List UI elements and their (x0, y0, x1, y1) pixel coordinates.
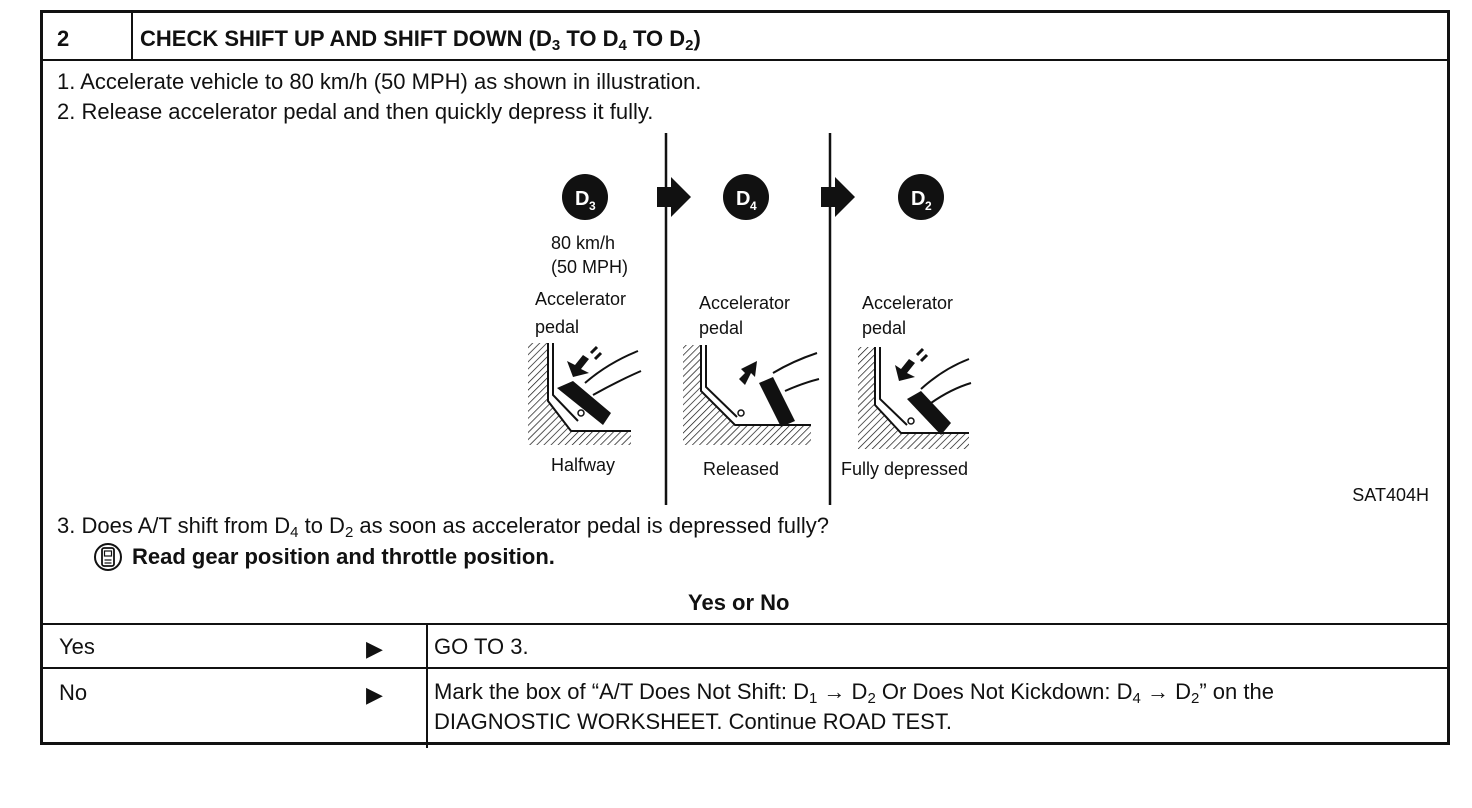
speed-kmh-label: 80 km/h (551, 233, 615, 253)
right-arrow-icon (821, 177, 855, 217)
yes-action: GO TO 3. (434, 634, 529, 659)
svg-text:3: 3 (589, 199, 596, 213)
procedure-table: 2 CHECK SHIFT UP AND SHIFT DOWN (D3 TO D… (40, 10, 1450, 748)
pedal-illustration: D 3 D 4 D 2 80 km/h (50 MPH) Accelerator… (528, 133, 972, 505)
instruction-step-1: 1. Accelerate vehicle to 80 km/h (50 MPH… (57, 69, 702, 94)
pedal-label-2a: Accelerator (699, 293, 790, 313)
pedal-label-1b: pedal (535, 317, 579, 337)
no-action-line-1: Mark the box of “A/T Does Not Shift: D1 … (434, 679, 1274, 707)
header-divider (131, 13, 133, 59)
pedal-fully-depressed-drawing (858, 347, 972, 449)
state-fully-depressed-label: Fully depressed (841, 459, 968, 479)
no-action-line-2: DIAGNOSTIC WORKSHEET. Continue ROAD TEST… (434, 709, 952, 734)
yes-label: Yes (59, 634, 95, 659)
yes-arrow-icon: ▶ (366, 636, 383, 661)
consult-icon (94, 543, 122, 571)
step-title: CHECK SHIFT UP AND SHIFT DOWN (D3 TO D4 … (140, 26, 701, 54)
consult-instruction: Read gear position and throttle position… (132, 544, 555, 569)
instruction-step-2: 2. Release accelerator pedal and then qu… (57, 99, 654, 124)
gear-d3-badge: D 3 (562, 174, 608, 220)
svg-text:4: 4 (750, 199, 757, 213)
svg-text:D: D (911, 188, 925, 210)
question-bottom-rule (43, 623, 1447, 625)
step-number: 2 (57, 26, 70, 51)
no-arrow-icon: ▶ (366, 682, 383, 707)
yes-or-no-question: Yes or No (688, 590, 790, 615)
instruction-step-3: 3. Does A/T shift from D4 to D2 as soon … (57, 513, 829, 541)
pedal-label-1a: Accelerator (535, 289, 626, 309)
pedal-released-drawing (683, 345, 820, 445)
state-halfway-label: Halfway (551, 455, 615, 475)
state-released-label: Released (703, 459, 779, 479)
svg-text:2: 2 (925, 199, 932, 213)
svg-text:D: D (575, 188, 589, 210)
gear-d2-badge: D 2 (898, 174, 944, 220)
speed-mph-label: (50 MPH) (551, 257, 628, 277)
svg-text:D: D (736, 188, 750, 210)
header-bottom-rule (43, 59, 1447, 61)
no-label: No (59, 680, 88, 705)
pedal-label-2b: pedal (699, 318, 743, 338)
yes-row-bottom-rule (43, 667, 1447, 669)
answer-divider (426, 623, 428, 748)
gear-d4-badge: D 4 (723, 174, 769, 220)
right-arrow-icon (657, 177, 691, 217)
pedal-label-3b: pedal (862, 318, 906, 338)
pedal-label-3a: Accelerator (862, 293, 953, 313)
figure-code: SAT404H (1352, 485, 1429, 505)
pedal-halfway-drawing (528, 343, 642, 445)
